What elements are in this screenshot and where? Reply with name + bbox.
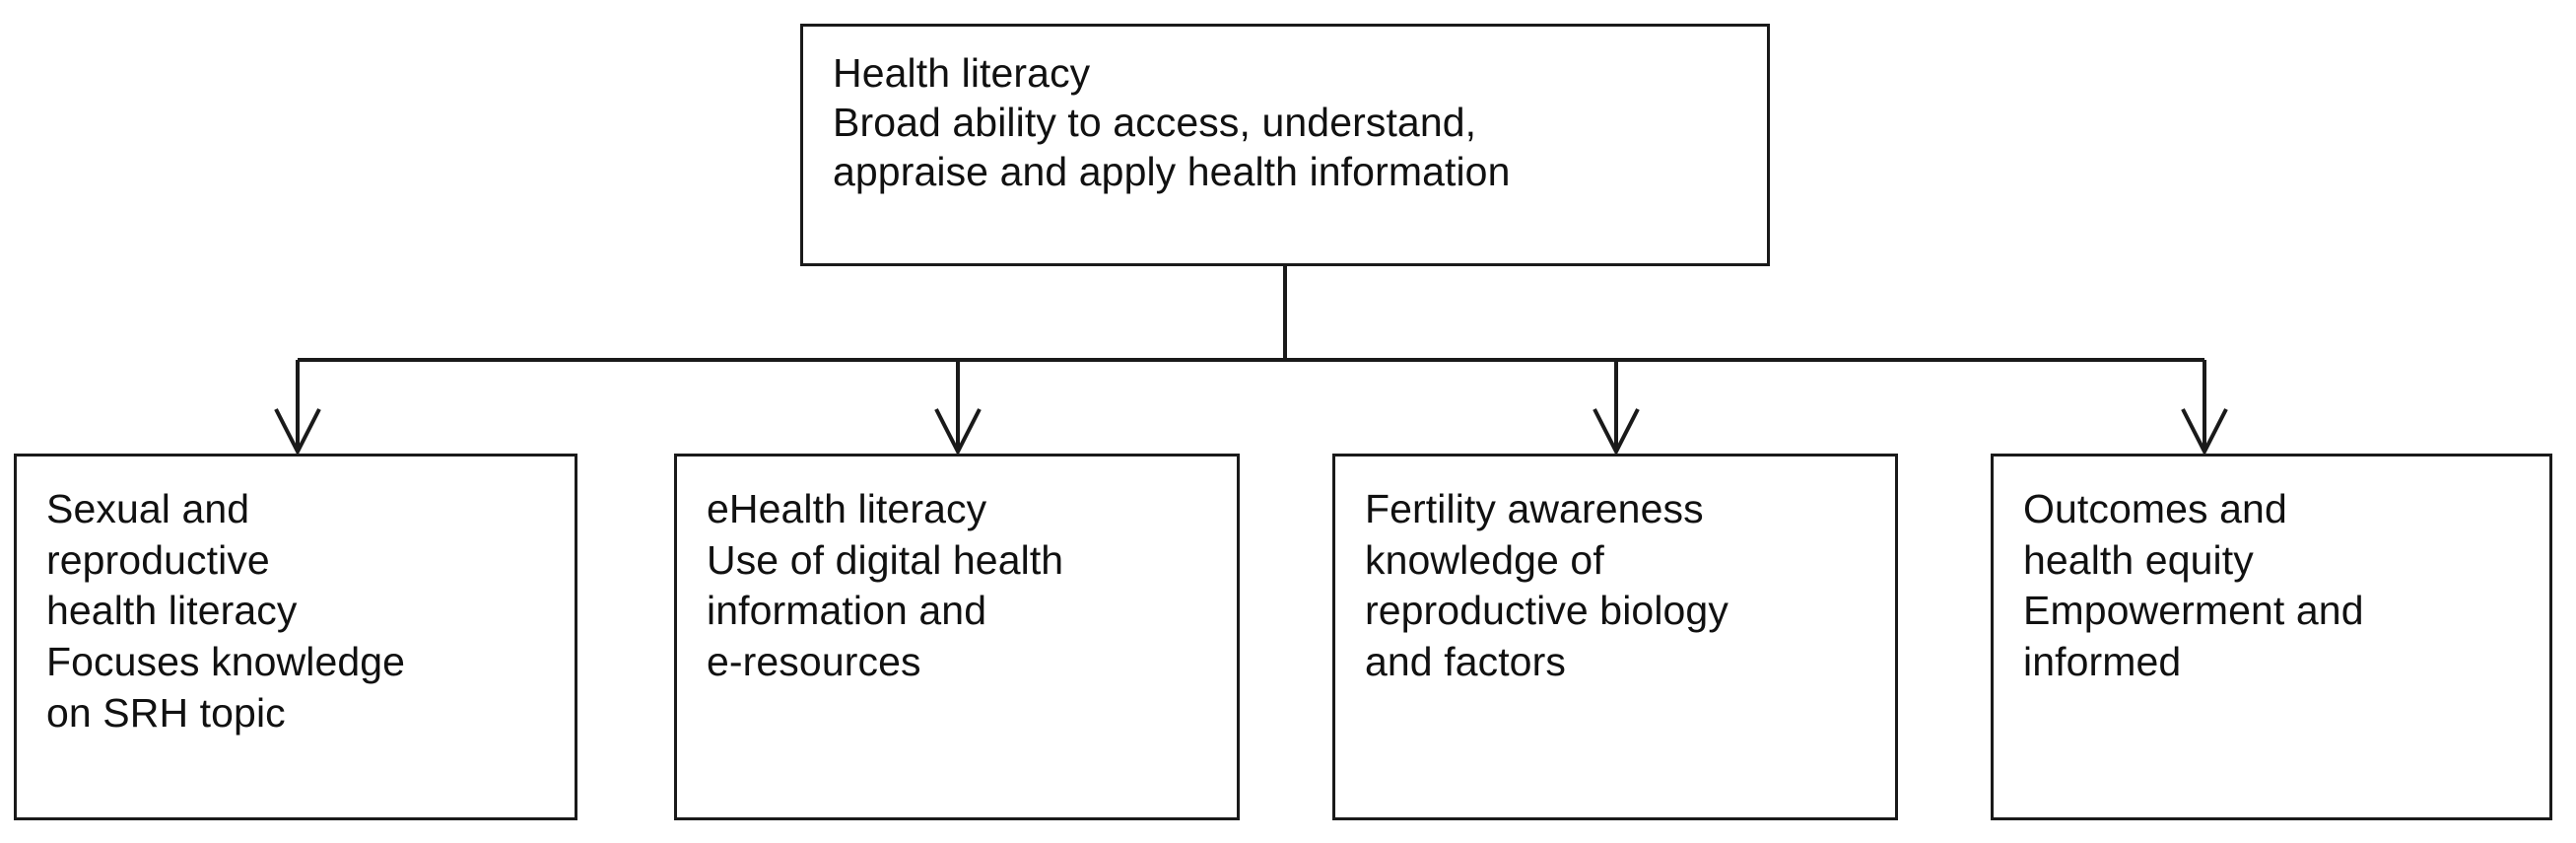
child-node-text-0: Sexual and reproductive health literacy … <box>46 486 406 736</box>
root-node-text: Health literacy Broad ability to access,… <box>833 50 1511 195</box>
arrowhead-2 <box>1593 408 1640 457</box>
child-node-outcomes-and-health-equity: Outcomes and health equity Empowerment a… <box>1991 454 2552 820</box>
root-node-health-literacy: Health literacy Broad ability to access,… <box>800 24 1770 266</box>
child-node-fertility-awareness: Fertility awareness knowledge of reprodu… <box>1332 454 1898 820</box>
child-node-text-2: Fertility awareness knowledge of reprodu… <box>1365 486 1729 684</box>
child-node-ehealth-literacy: eHealth literacy Use of digital health i… <box>674 454 1240 820</box>
child-node-text-1: eHealth literacy Use of digital health i… <box>707 486 1064 684</box>
child-node-text-3: Outcomes and health equity Empowerment a… <box>2023 486 2364 684</box>
arrowhead-3 <box>2181 408 2228 457</box>
child-node-sexual-and-reproductive-health-literacy: Sexual and reproductive health literacy … <box>14 454 577 820</box>
arrowhead-0 <box>274 408 321 457</box>
arrowhead-1 <box>934 408 982 457</box>
